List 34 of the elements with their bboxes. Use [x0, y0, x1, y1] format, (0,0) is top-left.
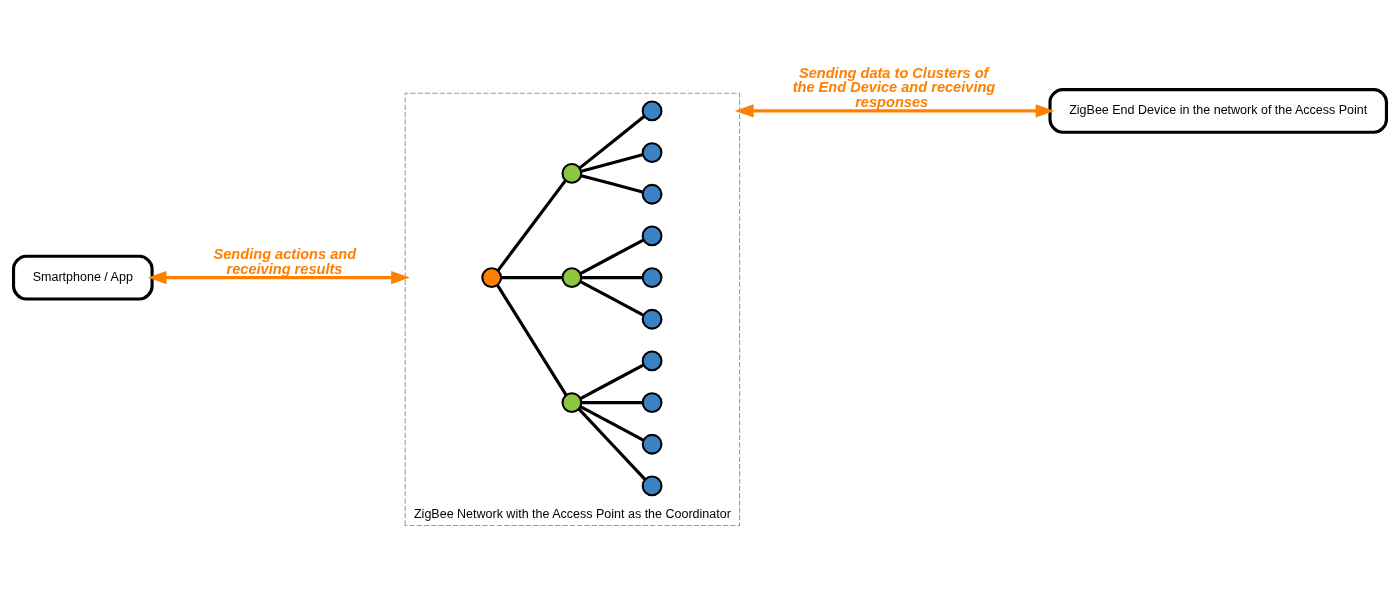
- node-circle: [561, 162, 583, 184]
- node-circle: [641, 100, 663, 121]
- connector: [581, 275, 643, 279]
- node-circle: [641, 141, 663, 163]
- node-circle: [641, 183, 663, 205]
- arrow: [147, 270, 410, 284]
- arrow: [734, 103, 1055, 117]
- node-box: ZigBee End Device in the network of the Access Point: [1048, 87, 1389, 134]
- node-circle: [481, 266, 503, 288]
- connector: [496, 284, 568, 396]
- connector: [581, 400, 643, 404]
- node-circle: [641, 308, 663, 330]
- node-circle: [641, 225, 663, 246]
- edge-label: Sending data to Clusters of the End Device and receiving responses: [792, 64, 996, 110]
- node-circle: [561, 391, 583, 413]
- connector: [579, 238, 644, 275]
- node-box: Smartphone / App: [11, 254, 154, 300]
- node-circle: [641, 475, 663, 496]
- node-circle: [641, 391, 663, 413]
- connector: [579, 279, 644, 316]
- node-circle: [641, 350, 663, 371]
- connector: [580, 152, 643, 173]
- connector: [579, 404, 644, 441]
- connector: [578, 114, 645, 169]
- node-circle: [641, 433, 663, 455]
- connector: [496, 179, 567, 271]
- connector: [501, 275, 563, 279]
- node-circle: [561, 266, 583, 288]
- cluster: ZigBee Network with the Access Point as the Coordinator: [404, 92, 741, 526]
- connector: [577, 407, 646, 480]
- node-circle: [641, 266, 663, 288]
- edge-label: Sending actions and receiving results: [213, 245, 357, 277]
- connector: [580, 173, 643, 193]
- connector: [579, 363, 644, 400]
